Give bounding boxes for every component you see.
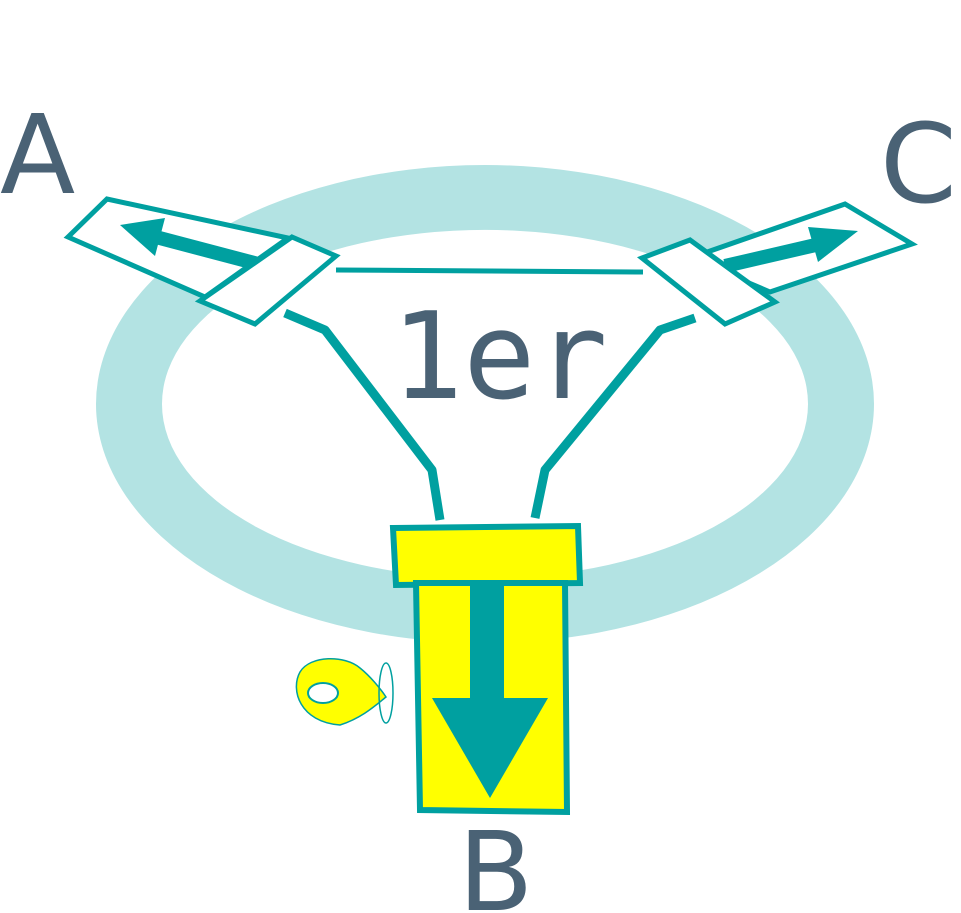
outlet-b xyxy=(389,522,584,816)
outlet-c xyxy=(636,201,918,327)
label-c: C xyxy=(880,100,957,228)
label-b: B xyxy=(458,808,533,913)
outlet-c-arrow-icon xyxy=(723,227,858,273)
outlet-a-collar xyxy=(194,234,341,327)
top-connector-line xyxy=(335,267,644,275)
outlet-a xyxy=(63,196,341,327)
label-a: A xyxy=(0,91,75,219)
outlet-c-collar xyxy=(636,237,780,327)
pipe-left xyxy=(283,308,445,521)
center-label: 1er xyxy=(391,288,608,427)
outlet-b-cap xyxy=(389,522,584,589)
outlet-b-arrow-icon xyxy=(432,583,548,798)
outlet-a-arrow-icon xyxy=(120,218,264,272)
pipe-right xyxy=(530,313,697,519)
valve-handle-icon xyxy=(295,657,394,726)
